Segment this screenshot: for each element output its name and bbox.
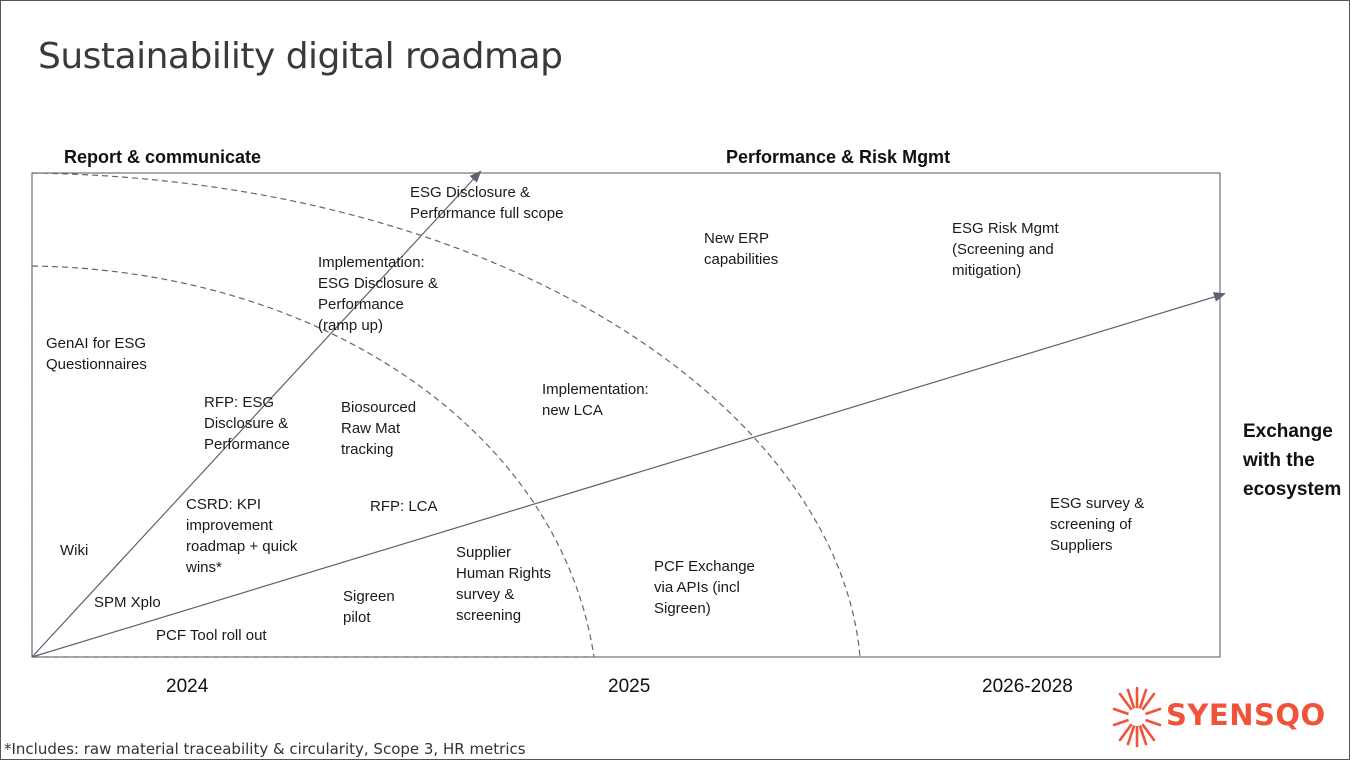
year-2026-2028: 2026-2028 bbox=[982, 676, 1073, 697]
label-pcf-tool: PCF Tool roll out bbox=[156, 627, 267, 644]
label-esg-full-scope: ESG Disclosure &Performance full scope bbox=[410, 184, 564, 222]
page-title: Sustainability digital roadmap bbox=[38, 36, 563, 77]
year-2024: 2024 bbox=[166, 676, 209, 697]
roadmap-border bbox=[31, 172, 1221, 658]
outer-dashed-arc bbox=[31, 172, 861, 658]
label-implementation-esg: Implementation:ESG Disclosure &Performan… bbox=[318, 254, 439, 334]
label-rfp-lca: RFP: LCA bbox=[370, 498, 438, 515]
inner-dashed-arc bbox=[31, 265, 595, 658]
label-wiki: Wiki bbox=[60, 542, 89, 559]
arrow-exchange bbox=[31, 292, 1226, 658]
logo-text: SYENSQO bbox=[1166, 698, 1326, 732]
starburst-icon bbox=[1112, 686, 1162, 748]
header-report: Report & communicate bbox=[64, 147, 262, 167]
year-2025: 2025 bbox=[608, 676, 651, 697]
header-performance: Performance & Risk Mgmt bbox=[726, 147, 951, 167]
label-spm-xplo: SPM Xplo bbox=[94, 594, 161, 611]
syensqo-logo: SYENSQO bbox=[1112, 682, 1325, 752]
footnote: *Includes: raw material traceability & c… bbox=[4, 740, 526, 758]
label-implementation-lca: Implementation:new LCA bbox=[542, 381, 649, 419]
arrow-report bbox=[31, 170, 482, 658]
dashed-corner-box bbox=[31, 268, 594, 658]
